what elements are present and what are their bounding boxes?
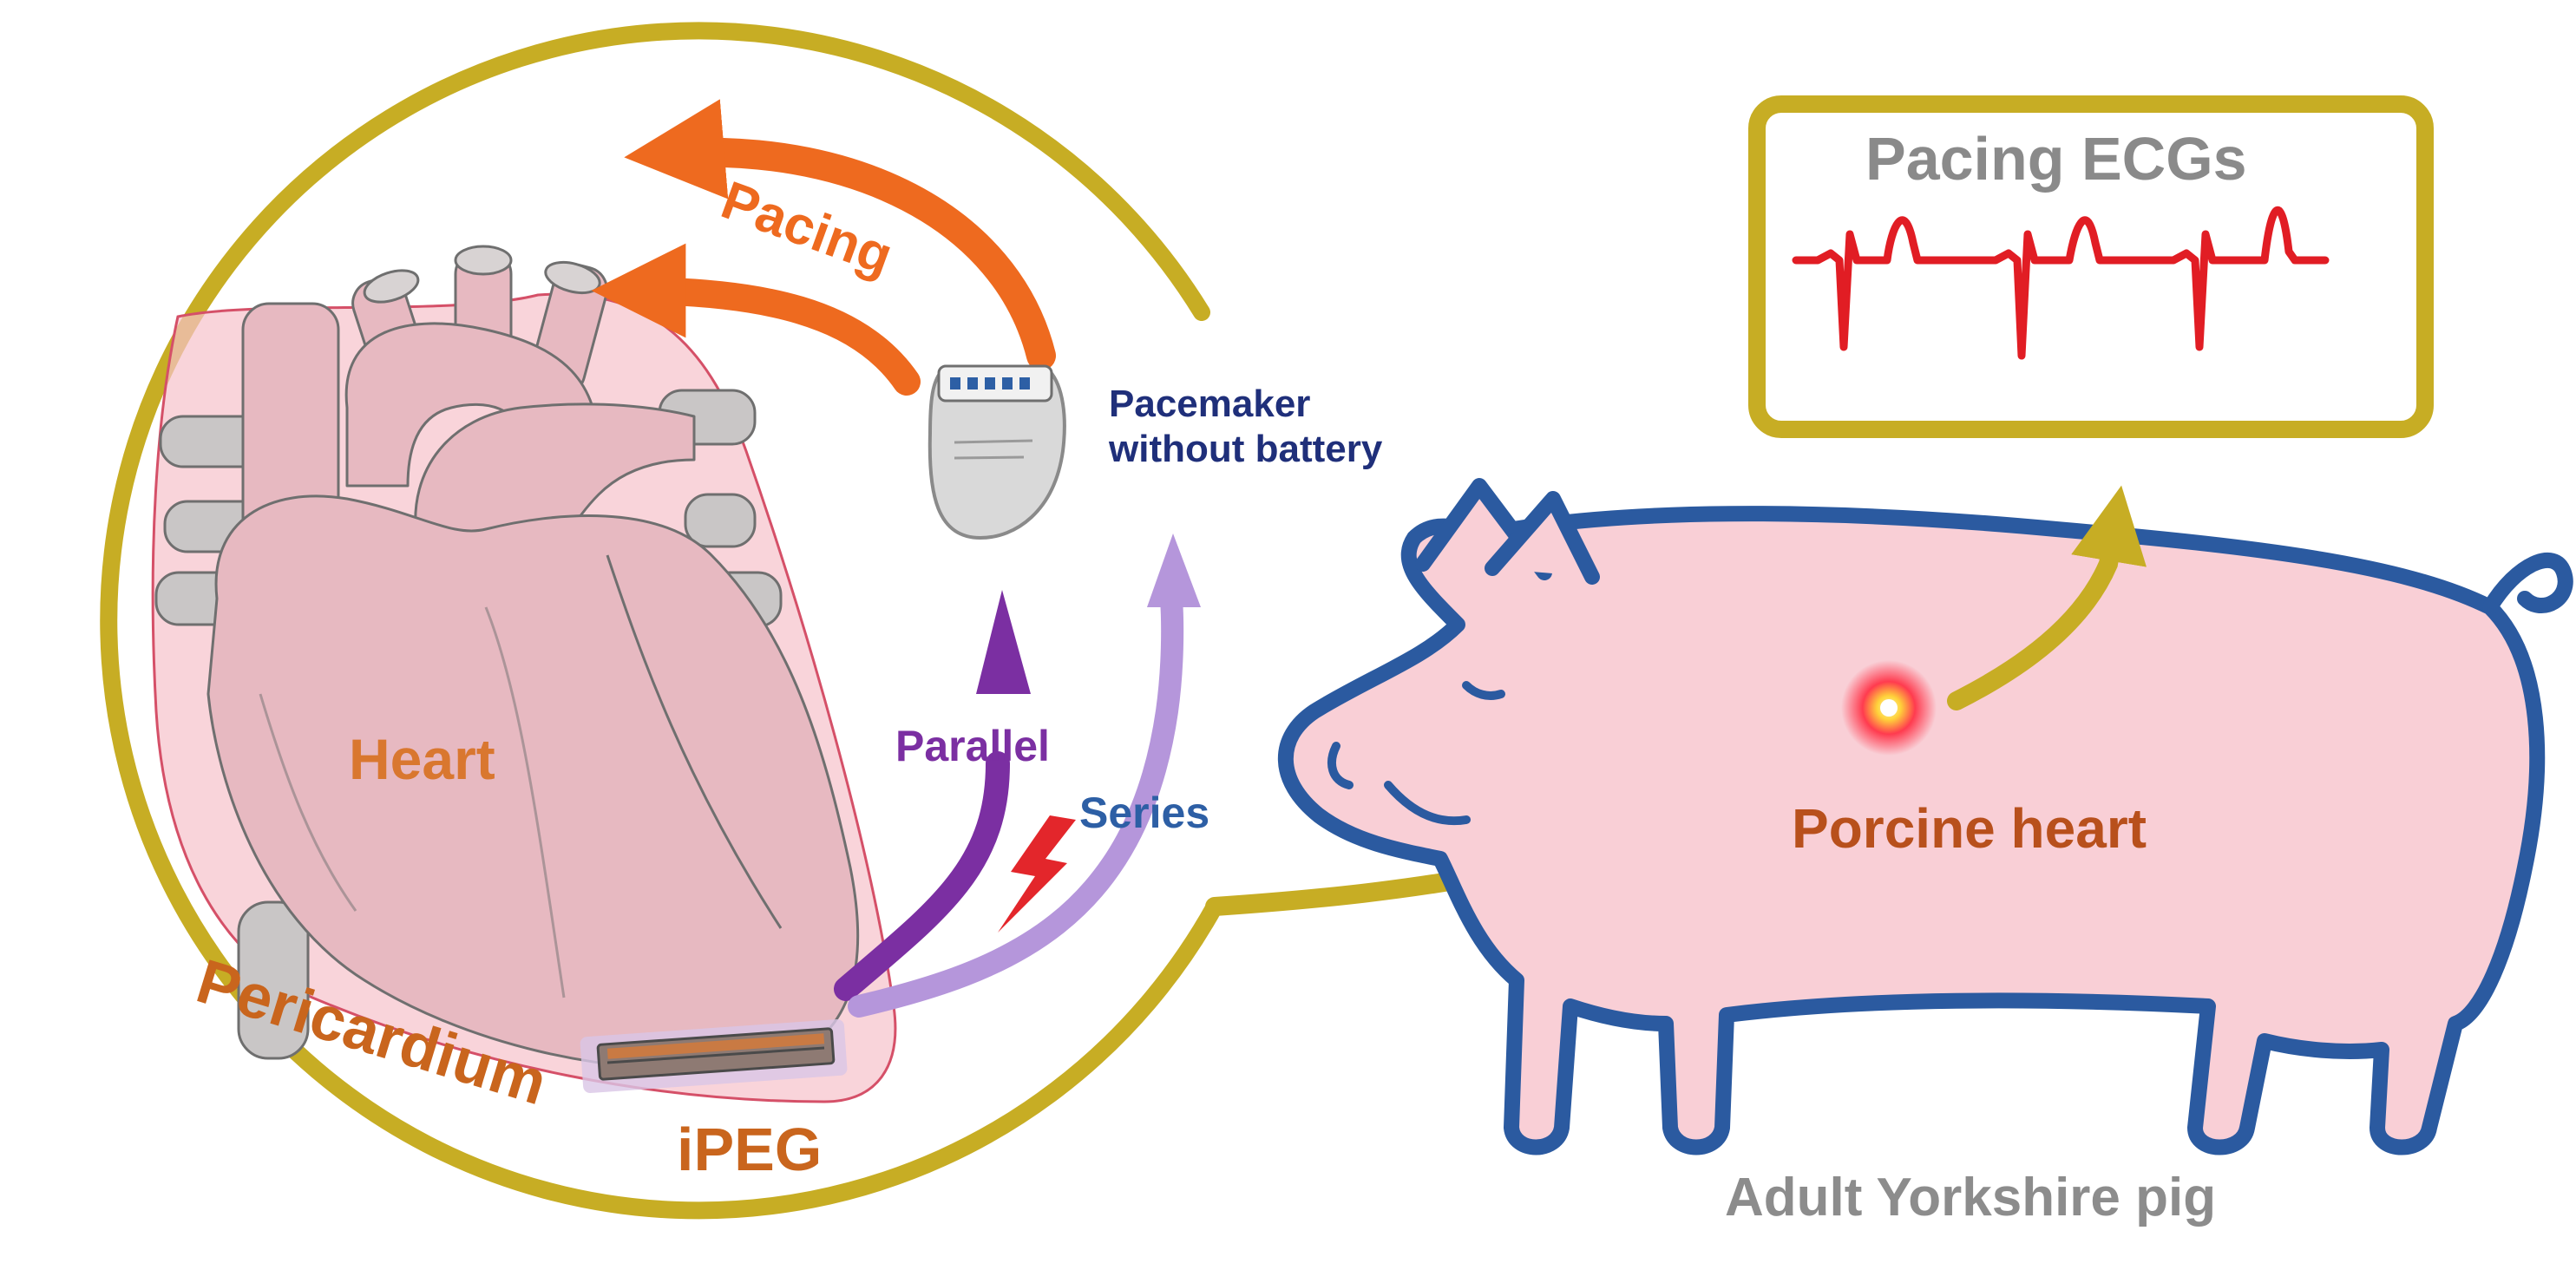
pacing-arrow-lower: [591, 243, 921, 396]
heart-label: Heart: [349, 727, 495, 791]
pacemaker-label-line1: Pacemaker: [1109, 383, 1311, 425]
pig-caption: Adult Yorkshire pig: [1725, 1168, 2217, 1227]
ecg-trace: [1792, 206, 2330, 360]
heart-illustration: [154, 245, 860, 1071]
series-arrowhead: [1147, 533, 1201, 607]
lightning-bolt-icon: [998, 815, 1076, 933]
ipeg-device-icon: [580, 1018, 848, 1093]
ipeg-label: iPEG: [677, 1116, 823, 1183]
series-label: Series: [1079, 789, 1210, 837]
porcine-heart-label: Porcine heart: [1792, 797, 2147, 860]
parallel-arrow: [834, 751, 1010, 1001]
ecg-box: [1748, 95, 2434, 438]
pacing-arrow-upper: [624, 99, 1056, 370]
magnifier-circle: [100, 22, 1223, 1220]
pig-illustration: [1277, 478, 2573, 1155]
series-arrow: [848, 587, 1184, 1018]
pacemaker-label: Pacemaker without battery: [1109, 382, 1382, 472]
pacemaker-device-icon: [927, 364, 1066, 540]
ecg-title: Pacing ECGs: [1865, 125, 2247, 193]
connector-arrow-to-ecg: [1947, 485, 2147, 710]
pacemaker-label-line2: without battery: [1109, 427, 1383, 470]
parallel-arrowhead: [976, 590, 1031, 694]
parallel-label: Parallel: [895, 722, 1050, 770]
